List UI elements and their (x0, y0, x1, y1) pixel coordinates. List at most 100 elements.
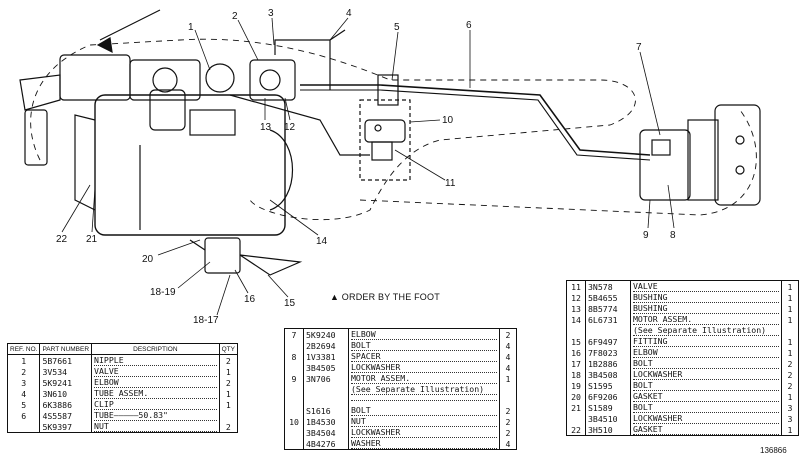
qty-cell: 4 (500, 438, 517, 449)
qty-cell-text: 2 (505, 427, 511, 438)
table-row (285, 395, 516, 406)
qty-cell-text: 4 (505, 351, 511, 362)
ref-cell-text: 13 (571, 303, 581, 314)
qty-cell: 2 (500, 329, 517, 340)
description-cell: LOCKWASHER (630, 369, 782, 380)
description-cell-text: GASKET (633, 424, 779, 435)
ref-cell: 3 (8, 377, 41, 389)
qty-cell-text: 1 (787, 303, 793, 314)
description-cell: (See Separate Illustration) (348, 384, 500, 395)
ref-cell: 10 (285, 416, 304, 428)
table-row: 13 8B5774 BUSHING 1 (567, 303, 798, 314)
part-number-cell-text: 6F9497 (588, 336, 618, 347)
part-number-cell: 3B4504 (303, 427, 349, 439)
qty-cell: 2 (782, 369, 799, 380)
part-number-cell-text: 8B5774 (588, 303, 618, 314)
qty-cell-text: 1 (225, 366, 231, 377)
ref-cell-text: 17 (571, 358, 581, 369)
qty-cell-text: 1 (505, 373, 511, 384)
description-cell-text: LOCKWASHER (633, 369, 779, 380)
description-cell-text: BOLT (351, 405, 497, 417)
description-cell: BOLT (348, 405, 500, 417)
qty-cell-text: 2 (225, 377, 231, 388)
ref-cell: 22 (567, 424, 586, 435)
callout-2: 2 (232, 11, 238, 22)
part-number-cell-text: 2B2694 (306, 340, 336, 351)
part-number-cell-text: 3V534 (42, 366, 68, 377)
part-number-cell: 8B5774 (585, 303, 631, 314)
description-cell: MOTOR ASSEM. (348, 373, 500, 384)
part-number-cell: 1B4530 (303, 416, 349, 428)
qty-cell-text: 4 (505, 362, 511, 373)
part-number-cell-text: 4B4276 (306, 438, 336, 449)
part-number-cell: S1589 (585, 402, 631, 413)
description-cell-text: TUBE—————50.83" (94, 410, 217, 422)
ref-cell-text: 14 (571, 314, 581, 325)
part-number-cell-text: 1V3381 (306, 351, 336, 362)
description-cell: VALVE (630, 281, 782, 292)
part-number-cell-text: 5B4655 (588, 292, 618, 303)
description-cell: ELBOW (91, 377, 220, 389)
part-number-cell-text: 5K9240 (306, 329, 336, 340)
part-number-cell (585, 325, 631, 336)
table-row: (See Separate Illustration) (285, 384, 516, 395)
qty-cell-text: 4 (505, 438, 511, 449)
description-cell: ELBOW (630, 347, 782, 358)
part-number-cell-text: 6K3886 (42, 399, 73, 410)
qty-cell-text: 2 (225, 355, 231, 366)
ref-cell-text: 16 (571, 347, 581, 358)
description-cell-text: ELBOW (94, 377, 217, 389)
part-number-cell: 4B4276 (303, 438, 349, 450)
part-number-cell-text: 3B4508 (588, 369, 618, 380)
part-number-cell-text: 3B4510 (588, 413, 618, 424)
ref-cell-text: 21 (571, 402, 581, 413)
description-cell: GASKET (630, 391, 782, 402)
qty-cell: 1 (782, 303, 799, 314)
qty-cell-text: 2 (787, 369, 793, 380)
description-cell-text: TUBE ASSEM. (94, 388, 217, 400)
ref-cell-text: 20 (571, 391, 581, 402)
description-cell-text: ELBOW (351, 329, 497, 340)
qty-cell-text: 1 (225, 388, 231, 399)
part-number-cell-text: 7F8023 (588, 347, 618, 358)
qty-cell: 2 (500, 416, 517, 427)
description-cell-text: BUSHING (633, 303, 779, 314)
ref-cell-text: 10 (289, 416, 299, 427)
ref-cell-text: 2 (21, 366, 27, 377)
ref-cell-text: 3 (21, 377, 27, 388)
qty-cell: 2 (782, 358, 799, 369)
qty-cell-text: 1 (787, 292, 793, 303)
qty-cell: 2 (500, 405, 517, 416)
part-number-cell: 6F9206 (585, 391, 631, 402)
part-number-cell-text: 5K9241 (42, 377, 73, 388)
qty-cell: 1 (219, 388, 237, 399)
description-cell-text: (See Separate Illustration) (633, 325, 779, 336)
description-cell: LOCKWASHER (348, 427, 500, 439)
description-cell: BOLT (630, 358, 782, 369)
callout-3: 3 (268, 8, 274, 19)
callout-18-19: 18-19 (150, 287, 176, 298)
part-number-cell: 3H510 (585, 424, 631, 435)
description-cell: GASKET (630, 424, 782, 435)
description-cell (348, 395, 500, 406)
part-number-cell: 3N610 (39, 388, 93, 400)
qty-cell-text: 4 (505, 340, 511, 351)
callout-7: 7 (636, 42, 642, 53)
ref-cell: 16 (567, 347, 586, 358)
part-number-cell-text: 3N578 (588, 281, 613, 292)
ref-cell: 20 (567, 391, 586, 402)
qty-cell: 1 (782, 336, 799, 347)
ref-cell-text: 8 (291, 351, 297, 362)
part-number-cell-text: S1589 (588, 402, 613, 413)
ref-cell: 5 (8, 399, 41, 411)
description-cell: (See Separate Illustration) (630, 325, 782, 336)
